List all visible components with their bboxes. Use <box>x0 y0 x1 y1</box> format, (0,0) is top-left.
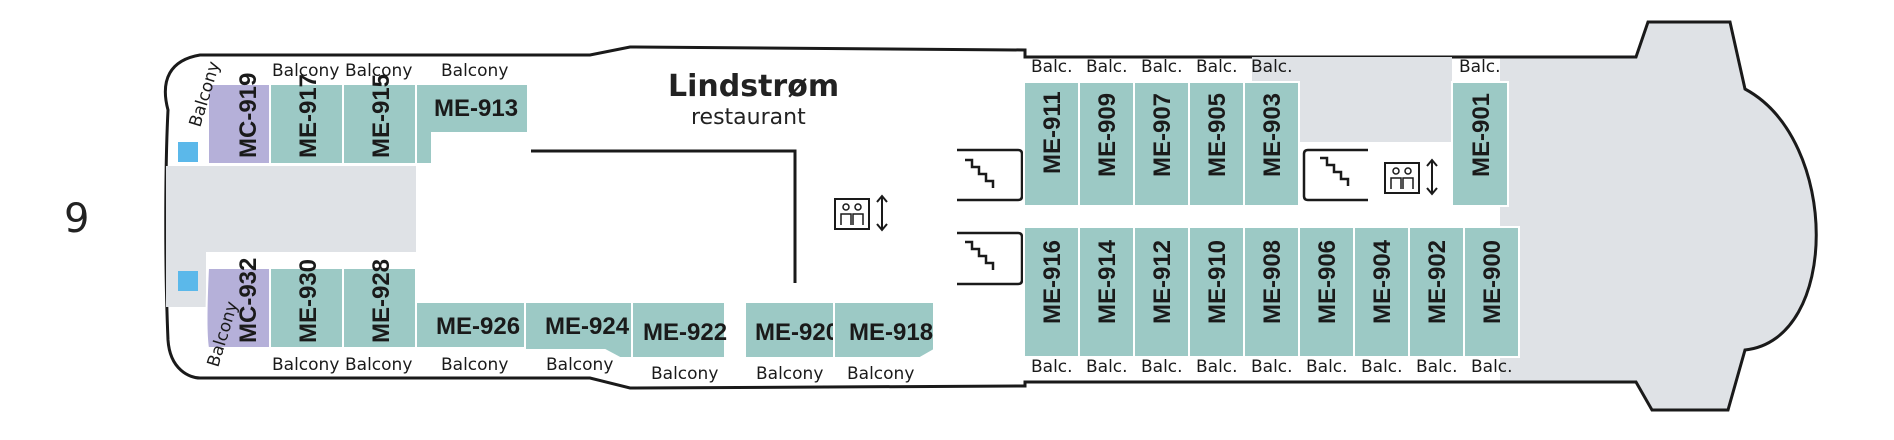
cabin-me-930[interactable] <box>269 267 344 349</box>
balcony-label: Balcony <box>756 364 823 384</box>
bow-area <box>1500 22 1817 410</box>
cabin-me-900[interactable] <box>1463 226 1520 358</box>
balc-label: Balc. <box>1196 57 1238 77</box>
cabin-me-908[interactable] <box>1243 226 1300 358</box>
balcony-label: Balcony <box>441 61 508 81</box>
cabin-label: ME-900 <box>1479 240 1506 324</box>
cabin-me-913[interactable] <box>415 83 529 165</box>
cabin-label: ME-915 <box>368 74 395 158</box>
cabin-mc-932[interactable] <box>205 267 271 349</box>
balc-label: Balc. <box>1141 57 1183 77</box>
aft-corridor <box>166 166 416 252</box>
cabin-label: ME-917 <box>295 74 322 158</box>
cabin-me-917[interactable] <box>269 83 344 165</box>
cabin-label: ME-924 <box>545 313 630 340</box>
balc-label: Balc. <box>1459 57 1501 77</box>
cabin-me-922[interactable] <box>631 301 726 359</box>
balc-label: Balc. <box>1141 357 1183 377</box>
balcony-label: Balcony <box>345 355 412 375</box>
balc-label: Balc. <box>1196 357 1238 377</box>
window-icon <box>178 142 198 162</box>
cabin-label: ME-930 <box>295 259 322 343</box>
fwd-top-cabins: ME-911 ME-909 ME-907 ME-905 ME-903 ME-90… <box>1023 81 1509 207</box>
balc-label: Balc. <box>1251 357 1293 377</box>
hull-outline <box>163 45 1500 390</box>
cabin-label: ME-902 <box>1424 240 1451 324</box>
bow-outline <box>1500 20 1818 412</box>
cabin-label: ME-913 <box>434 95 518 122</box>
balc-label: Balc. <box>1416 357 1458 377</box>
cabin-me-907[interactable] <box>1133 81 1190 207</box>
cabin-label: ME-907 <box>1149 93 1176 177</box>
cabin-label: ME-916 <box>1039 240 1066 324</box>
restaurant-wall <box>531 149 797 283</box>
cabin-me-920[interactable] <box>744 301 835 359</box>
balcony-label: Balcony <box>546 355 613 375</box>
cabin-label: ME-909 <box>1094 93 1121 177</box>
cabin-label: ME-928 <box>368 259 395 343</box>
cabin-me-912[interactable] <box>1133 226 1190 358</box>
fwd-bottom-cabins: ME-916 ME-914 ME-912 ME-910 ME-908 ME-90… <box>1023 226 1520 358</box>
deck-number: 9 <box>64 196 89 242</box>
balc-label: Balc. <box>1086 357 1128 377</box>
cabin-me-914[interactable] <box>1078 226 1135 358</box>
cabin-label: ME-906 <box>1314 240 1341 324</box>
cabin-me-904[interactable] <box>1353 226 1410 358</box>
balcony-label: Balcony <box>847 364 914 384</box>
cabin-me-902[interactable] <box>1408 226 1465 358</box>
cabin-label: ME-904 <box>1369 239 1396 324</box>
cabin-label: ME-911 <box>1039 91 1066 174</box>
cabin-me-916[interactable] <box>1023 226 1080 358</box>
elevator-icon <box>1384 158 1438 196</box>
cabin-mc-919[interactable] <box>207 83 271 165</box>
cabin-label: ME-922 <box>643 319 727 346</box>
cabin-label: ME-903 <box>1259 93 1286 177</box>
window-icon <box>178 271 198 291</box>
cabin-me-911[interactable] <box>1023 81 1080 207</box>
balcony-label: Balcony <box>441 355 508 375</box>
stairs-icon <box>1302 148 1368 202</box>
restaurant-subtitle: restaurant <box>691 105 806 130</box>
balc-label: Balc. <box>1306 357 1348 377</box>
cabin-me-903[interactable] <box>1243 81 1300 207</box>
cabin-label: MC-919 <box>235 73 262 158</box>
elevator-icon <box>834 194 888 232</box>
balc-label: Balc. <box>1031 57 1073 77</box>
balcony-label: Balcony <box>272 61 339 81</box>
cabin-me-918[interactable] <box>833 301 935 359</box>
cabin-me-926[interactable] <box>415 301 526 349</box>
cabin-label: ME-905 <box>1204 93 1231 177</box>
fwd-balc-labels: Balc. Balc. Balc. Balc. Balc. Balc. Balc… <box>1031 57 1513 377</box>
balcony-label: Balcony <box>651 364 718 384</box>
balc-label: Balc. <box>1251 57 1293 77</box>
cabin-label: ME-926 <box>436 313 520 340</box>
cabin-me-901[interactable] <box>1451 81 1509 207</box>
cabin-label: ME-914 <box>1094 239 1121 324</box>
stairs-icon <box>957 148 1024 202</box>
balcony-label: Balcony <box>345 61 412 81</box>
balcony-label: Balcony <box>272 355 339 375</box>
aft-cabins: MC-919 ME-917 ME-915 ME-913 MC-932 ME-93… <box>205 73 935 359</box>
cabin-label: ME-918 <box>849 319 933 346</box>
stairs-icon <box>957 231 1024 286</box>
balc-label: Balc. <box>1031 357 1073 377</box>
cabin-label: ME-908 <box>1259 240 1286 324</box>
restaurant-name: Lindstrøm <box>668 69 839 104</box>
cabin-me-909[interactable] <box>1078 81 1135 207</box>
balc-label: Balc. <box>1361 357 1403 377</box>
balc-label: Balc. <box>1471 357 1513 377</box>
cabin-label: ME-910 <box>1204 240 1231 324</box>
cabin-label: MC-932 <box>235 258 262 343</box>
cabin-me-928[interactable] <box>342 267 417 349</box>
cabin-label: ME-920 <box>755 319 839 346</box>
balc-label: Balc. <box>1086 57 1128 77</box>
cabin-label: ME-901 <box>1468 93 1495 177</box>
cabin-label: ME-912 <box>1149 240 1176 324</box>
